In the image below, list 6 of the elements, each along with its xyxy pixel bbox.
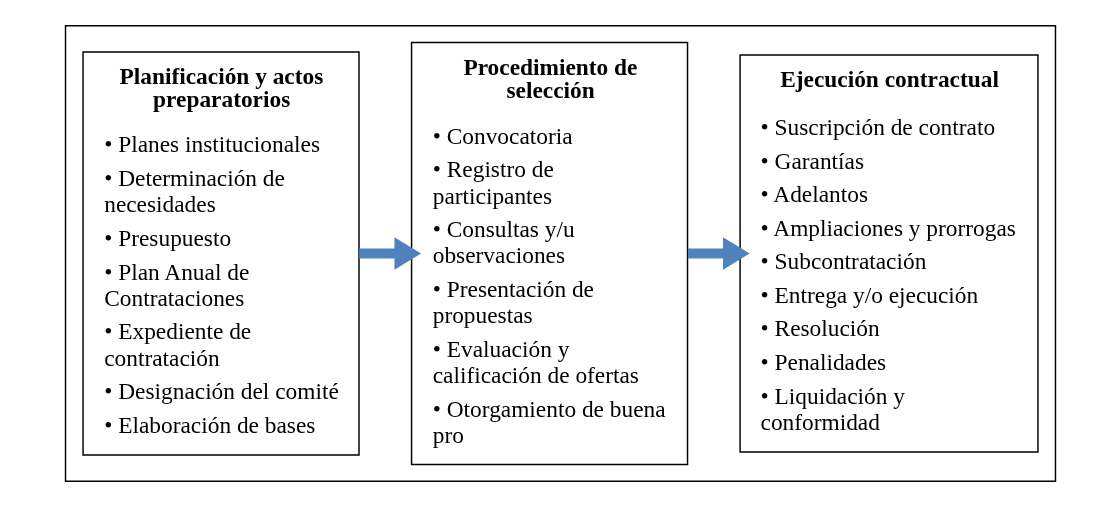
arrow: [358, 237, 421, 270]
arrow: [687, 237, 750, 270]
node-box: Planificación y actos preparatorios • Planes institucionales • Determinación de necesidades • Presupuesto • Plan Anual de Contrataciones • Expediente de contratación • Designación del comité • Elaboración de bases: [81, 51, 360, 456]
node-box: Ejecución contractual • Suscripción de contrato • Garantías • Adelantos • Ampliaciones y prorrogas • Subcontratación • Entrega y/o ejecución • Resolución • Penalidades • Liquidación y conformidad: [738, 54, 1039, 453]
node-box: Procedimiento de selección • Convocatoria • Registro de participantes • Consultas y/u observaciones • Presentación de propuestas • Evaluación y calificación de ofertas • Otorgamiento de buena pro: [410, 41, 688, 466]
cluster: [64, 25, 1056, 482]
